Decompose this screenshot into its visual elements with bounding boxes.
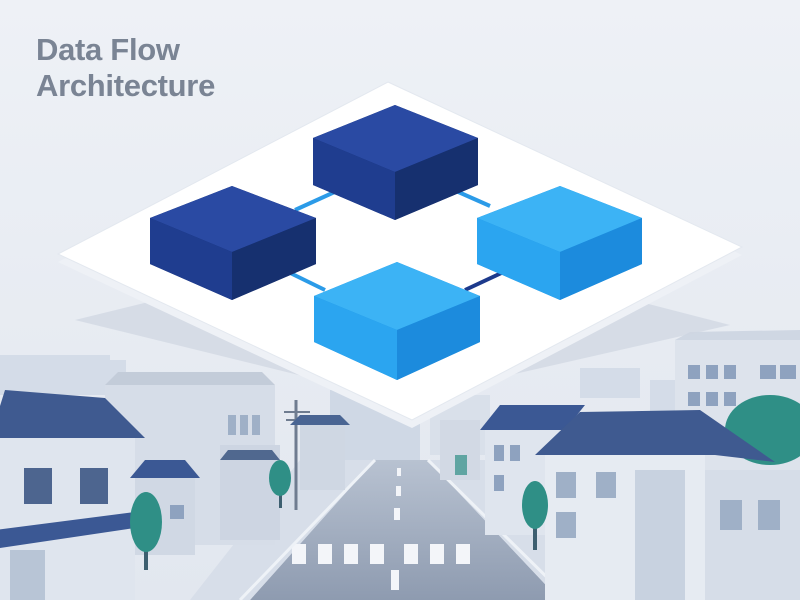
block-right	[477, 186, 642, 300]
left-buildings	[0, 372, 350, 600]
tree-icon	[130, 492, 162, 570]
title-line-2: Architecture	[36, 68, 216, 103]
diagram-platform	[56, 81, 744, 428]
block-left	[150, 186, 316, 300]
title-line-1: Data Flow	[36, 32, 180, 67]
block-top	[313, 105, 478, 220]
tree-icon	[269, 460, 291, 508]
crosswalk	[292, 544, 470, 564]
right-buildings	[440, 330, 800, 600]
block-bottom	[314, 262, 480, 380]
tree-icon	[522, 481, 548, 550]
page-title: Data Flow Architecture	[36, 32, 215, 104]
